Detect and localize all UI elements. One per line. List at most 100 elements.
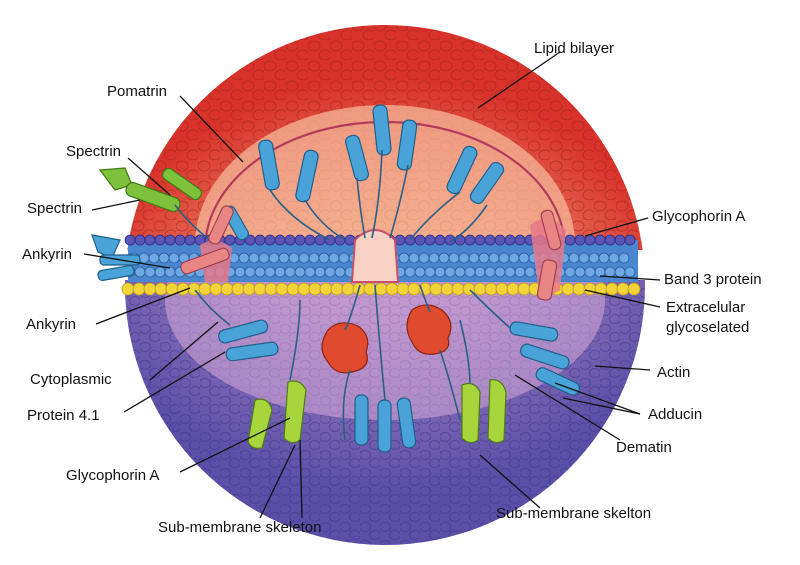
lipid-head — [574, 234, 586, 246]
lipid-head — [244, 266, 256, 278]
lipid-head — [363, 282, 377, 296]
lipid-head — [572, 282, 586, 296]
lipid-head — [294, 266, 306, 278]
lipid-head — [424, 266, 436, 278]
lipid-head — [468, 252, 480, 264]
lipid-head — [154, 234, 166, 246]
lipid-head — [148, 252, 160, 264]
lipid-head — [504, 234, 516, 246]
label-glycophorin-a-right: Glycophorin A — [652, 208, 745, 225]
label-extracelular-line1: Extracelular — [666, 299, 745, 316]
lipid-head — [398, 252, 410, 264]
lipid-head — [594, 266, 606, 278]
lipid-head — [598, 252, 610, 264]
lipid-head — [614, 234, 626, 246]
lipid-head — [424, 234, 436, 246]
lipid-head — [488, 252, 500, 264]
lipid-head — [234, 266, 246, 278]
lipid-head — [297, 282, 311, 296]
glycophorin-green-bottom — [247, 379, 507, 449]
lipid-head — [584, 234, 596, 246]
lipid-head — [231, 282, 245, 296]
lipid-head — [134, 234, 146, 246]
lipid-head — [264, 282, 278, 296]
lipid-head — [144, 234, 156, 246]
label-lipid-bilayer: Lipid bilayer — [534, 40, 614, 57]
lipid-head — [494, 234, 506, 246]
actin-clusters — [321, 304, 452, 374]
lipid-head — [154, 282, 168, 296]
lipid-head — [338, 252, 350, 264]
label-ankyrin-bottom: Ankyrin — [26, 316, 76, 333]
lipid-head — [478, 252, 490, 264]
lipid-head — [396, 282, 410, 296]
lipid-head — [434, 266, 446, 278]
lipid-head — [444, 266, 456, 278]
lipid-head — [238, 252, 250, 264]
lipid-head — [324, 266, 336, 278]
lipid-head — [304, 266, 316, 278]
lipid-head — [298, 252, 310, 264]
lipid-head — [344, 234, 356, 246]
lipid-head — [506, 282, 520, 296]
lipid-head — [264, 266, 276, 278]
lipid-head — [438, 252, 450, 264]
lipid-head — [568, 252, 580, 264]
lipid-head — [604, 266, 616, 278]
lipid-head — [608, 252, 620, 264]
lipid-head — [286, 282, 300, 296]
label-glycophorin-a-left: Glycophorin A — [66, 467, 159, 484]
lipid-head — [248, 252, 260, 264]
lipid-head — [407, 282, 421, 296]
lipid-head — [484, 282, 498, 296]
lipid-head — [414, 234, 426, 246]
lipid-head — [330, 282, 344, 296]
lipid-head — [144, 266, 156, 278]
lipid-head — [414, 266, 426, 278]
ankyrin-left — [91, 234, 141, 282]
lipid-head — [274, 234, 286, 246]
lipid-head — [318, 252, 330, 264]
lipid-head — [464, 266, 476, 278]
lipid-head — [624, 234, 636, 246]
lipid-head — [374, 282, 388, 296]
lipid-head — [561, 282, 575, 296]
label-spectrin-bottom: Spectrin — [27, 200, 82, 217]
lipid-head — [134, 266, 146, 278]
lipid-head — [627, 282, 641, 296]
lipid-head — [484, 266, 496, 278]
lipid-head — [132, 282, 146, 296]
lipid-head — [624, 266, 636, 278]
lipid-head — [253, 282, 267, 296]
lipid-head — [268, 252, 280, 264]
protein-cluster-top — [223, 104, 505, 243]
cytoskeleton-strands — [194, 284, 511, 441]
lipid-head — [474, 266, 486, 278]
lipid-head — [288, 252, 300, 264]
lipid-head — [584, 266, 596, 278]
lipid-head — [429, 282, 443, 296]
glycophorin-pink-proteins — [180, 205, 562, 301]
lipid-head — [604, 234, 616, 246]
lipid-head — [121, 282, 135, 296]
lipid-head — [164, 266, 176, 278]
lipid-head — [278, 252, 290, 264]
label-ankyrin-top: Ankyrin — [22, 246, 72, 263]
label-actin: Actin — [657, 364, 690, 381]
protein-cluster-bottom — [218, 319, 581, 453]
lipid-head — [428, 252, 440, 264]
lipid-head — [174, 234, 186, 246]
lipid-head — [618, 252, 630, 264]
lipid-head — [498, 252, 510, 264]
lipid-head — [454, 266, 466, 278]
lipid-head — [464, 234, 476, 246]
lipid-head — [224, 234, 236, 246]
label-adducin: Adducin — [648, 406, 702, 423]
lipid-head — [168, 252, 180, 264]
lipid-head — [242, 282, 256, 296]
lipid-head — [574, 266, 586, 278]
lipid-head — [605, 282, 619, 296]
lipid-head — [385, 282, 399, 296]
lipid-head — [418, 252, 430, 264]
